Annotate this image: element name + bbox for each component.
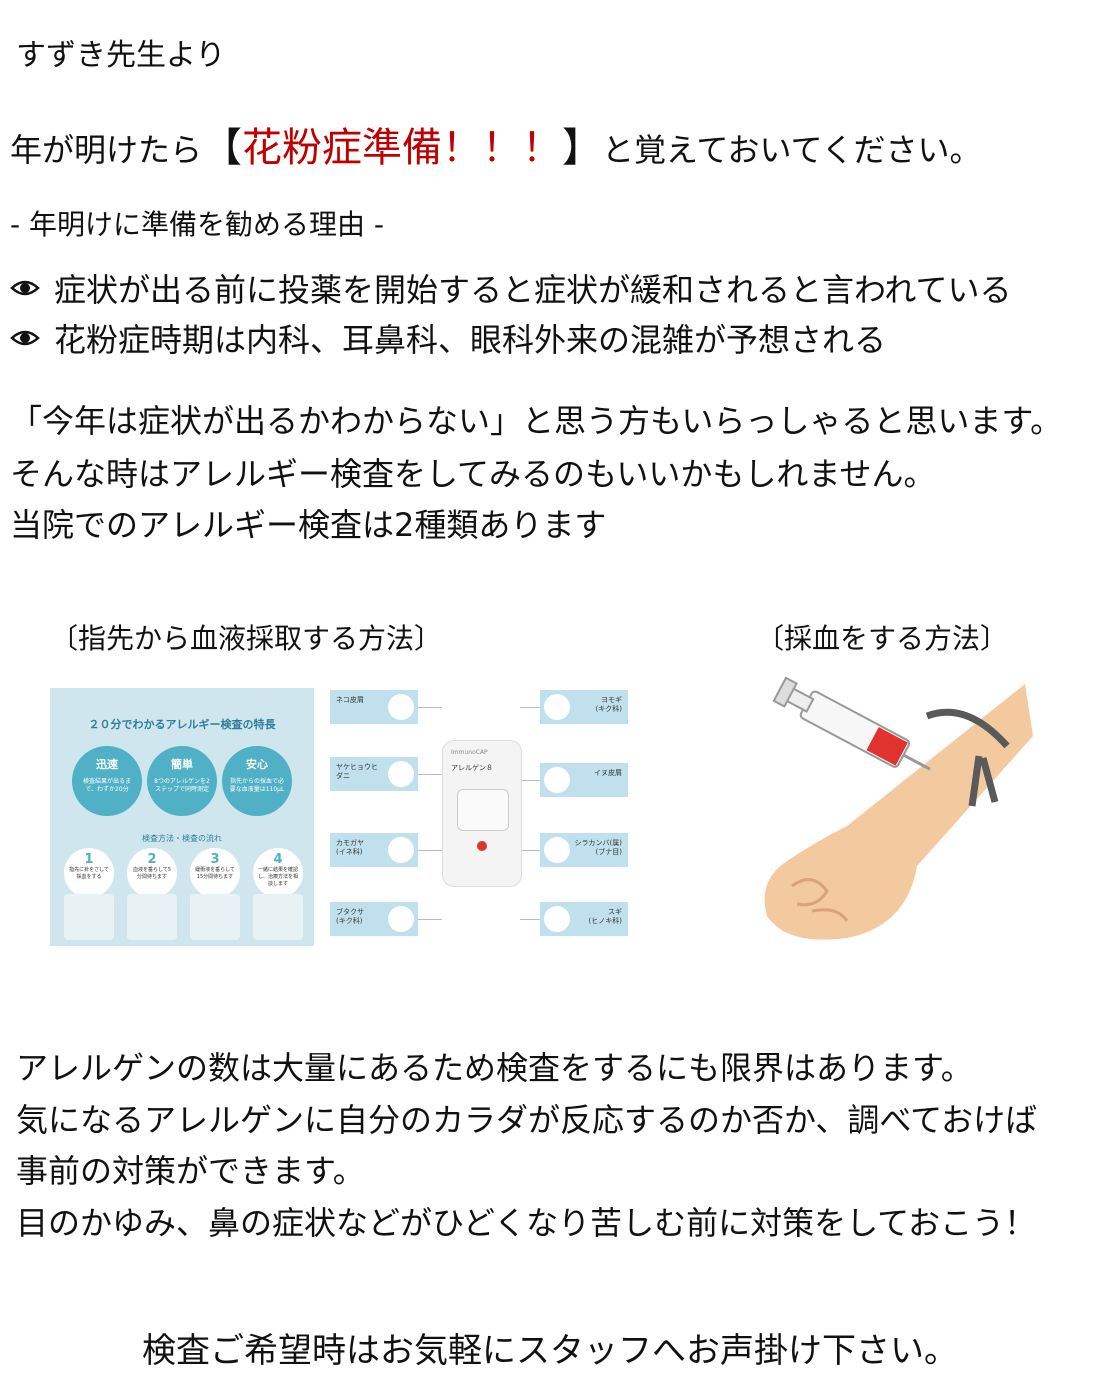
allergen-tag-mite: ヤケヒョウヒダニ	[330, 757, 418, 791]
closing-line: アレルゲンの数は大量にあるため検査をするにも限界はあります。	[16, 1049, 973, 1087]
birch-icon	[544, 837, 570, 863]
reasons-title: - 年明けに準備を勧める理由 -	[10, 208, 385, 241]
cedar-icon	[544, 906, 570, 932]
feature-text: 検査結果が出るまで、わずか20分	[82, 778, 131, 793]
intro-line: 当院でのアレルギー検査は2種類あります	[10, 506, 607, 544]
tourniquet	[925, 708, 1010, 749]
reason-item: 花粉症時期は内科、耳鼻科、眼科外来の混雑が予想される	[10, 315, 886, 361]
feature-title: 簡単	[171, 758, 193, 771]
closing-line: 気になるアレルゲンに自分のカラダが反応するのか否か、調べておけば	[16, 1101, 1038, 1139]
closing-line: 目のかゆみ、鼻の症状などがひどくなり苦しむ前に対策をしておこう！	[16, 1204, 1037, 1242]
blood-draw-illustration	[764, 676, 1033, 940]
grass-icon	[388, 837, 414, 863]
headline-close-bracket: 】	[562, 125, 603, 171]
headline-after: と覚えておいてください。	[602, 131, 982, 169]
headline-open-bracket: 【	[202, 125, 243, 171]
flow-step: 4 一緒に結果を確認し、治療方法を相談します	[253, 848, 303, 898]
reason-text: 花粉症時期は内科、耳鼻科、眼科外来の混雑が予想される	[54, 321, 887, 359]
mugwort-icon	[544, 694, 570, 720]
blood-drop-icon	[477, 841, 487, 851]
mite-icon	[388, 761, 414, 787]
intro-line: そんな時はアレルギー検査をしてみるのもいいかもしれません。	[10, 455, 936, 493]
allergen-tag-birch: シラカンバ(属)(ブナ目)	[540, 833, 628, 867]
headline: 年が明けたら【花粉症準備！！！】と覚えておいてください。	[10, 115, 982, 173]
allergen-tag-orchard-grass: カモガヤ(イネ科)	[330, 833, 418, 867]
footer-message: 検査ご希望時はお気軽にスタッフへお声掛け下さい。	[142, 1331, 958, 1371]
allergen-tag-cedar: スギ(ヒノキ科)	[540, 902, 628, 936]
feature-easy: 簡単 8つのアレルゲンを2ステップで同時測定	[147, 746, 217, 816]
allergen-tag-ragweed: ブタクサ(キク科)	[330, 902, 418, 936]
immunocap-device: ImmunoCAP アレルゲン８	[442, 740, 522, 887]
flow-step: 2 血液を垂らして5分間待ちます	[127, 848, 177, 898]
allergen-tag-dog: イヌ皮屑	[540, 763, 628, 797]
features-title: ２０分でわかるアレルギー検査の特長	[88, 718, 276, 731]
allergen-tag-mugwort: ヨモギ(キク科)	[540, 690, 628, 724]
eye-icon	[10, 330, 40, 346]
flow-step: 3 緩衝液を垂らして15分間待ちます	[190, 848, 240, 898]
feature-text: 指先からの採血で必要な血液量は110μL	[229, 778, 285, 793]
reason-text: 症状が出る前に投薬を開始すると症状が緩和されると言われている	[54, 271, 1012, 309]
arm	[764, 684, 1033, 940]
closing-line: 事前の対策ができます。	[16, 1152, 365, 1190]
cat-icon	[388, 694, 414, 720]
intro-line: 「今年は症状が出るかわからない」と思う方もいらっしゃると思います。	[10, 402, 1063, 440]
signature: すずき先生より	[16, 38, 226, 73]
feature-speed: 迅速 検査結果が出るまで、わずか20分	[72, 746, 142, 816]
fingertip-method-caption: 〔指先から血液採取する方法〕	[50, 622, 443, 655]
consultation-illustration	[253, 894, 303, 940]
reason-item: 症状が出る前に投薬を開始すると症状が緩和されると言われている	[10, 265, 1011, 311]
headline-before: 年が明けたら	[10, 131, 203, 169]
feature-text: 8つのアレルゲンを2ステップで同時測定	[154, 778, 210, 793]
allergy-test-features-panel: ２０分でわかるアレルギー検査の特長 迅速 検査結果が出るまで、わずか20分 簡単…	[50, 688, 314, 946]
blood-draw-method-caption: 〔採血をする方法〕	[756, 622, 1009, 655]
eye-icon	[10, 280, 40, 296]
flow-step: 1 指先に針をさして採血をする	[64, 848, 114, 898]
finger-prick-illustration	[64, 894, 114, 940]
ragweed-icon	[388, 906, 414, 932]
blood-drop-illustration	[127, 894, 177, 940]
flow-label: 検査方法・検査の流れ	[142, 834, 222, 843]
allergen-eight-panel: ネコ皮屑 ヤケヒョウヒダニ カモガヤ(イネ科) ブタクサ(キク科) Immuno…	[330, 688, 628, 940]
dog-icon	[544, 767, 570, 793]
feature-title: 迅速	[96, 758, 118, 771]
feature-title: 安心	[246, 758, 268, 771]
headline-emphasis: 花粉症準備！！！	[242, 125, 563, 171]
allergen-tag-cat: ネコ皮屑	[330, 690, 418, 724]
syringe-icon	[772, 676, 931, 771]
feature-safe: 安心 指先からの採血で必要な血液量は110μL	[222, 746, 292, 816]
buffer-illustration	[190, 894, 240, 940]
